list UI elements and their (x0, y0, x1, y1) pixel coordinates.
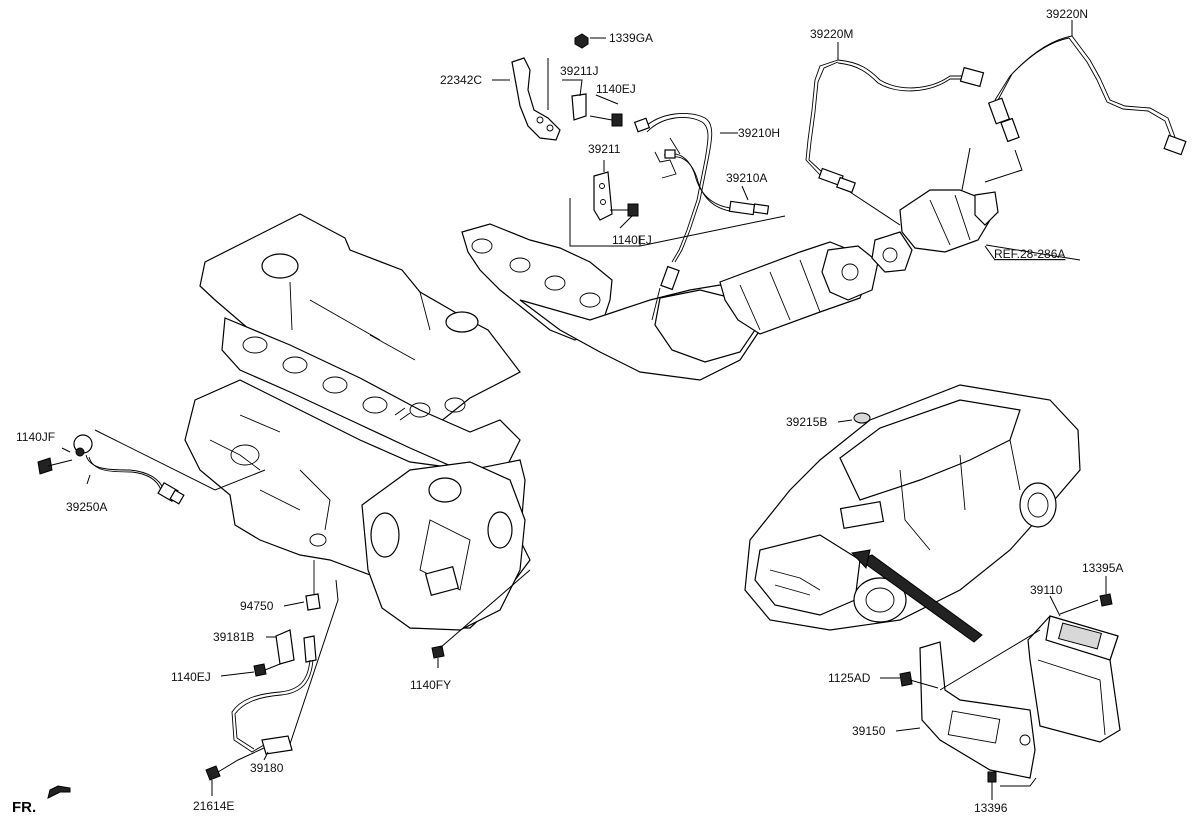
label-13396: 13396 (974, 801, 1008, 815)
label-ref-28-286A: REF.28-286A (994, 247, 1065, 261)
sensor-39210A (654, 149, 770, 216)
label-39250A: 39250A (66, 500, 107, 514)
label-39211: 39211 (588, 142, 621, 156)
knock-sensor-39250A (37, 429, 266, 505)
label-39210H: 39210H (738, 126, 780, 140)
bracket-assembly (511, 33, 786, 247)
catalyst-ref-28-286A (871, 147, 1081, 273)
label-1140EJ-low: 1140EJ (171, 670, 211, 684)
label-39110: 39110 (1030, 583, 1063, 597)
front-direction-indicator (47, 785, 71, 799)
label-1339GA: 1339GA (609, 31, 653, 45)
label-94750: 94750 (240, 599, 274, 613)
label-39210A: 39210A (726, 171, 767, 185)
label-1140JF: 1140JF (16, 430, 55, 444)
label-22342C: 22342C (440, 73, 482, 87)
bolt-1140FY (431, 569, 531, 659)
engine-assembly (184, 213, 531, 631)
label-1140EJ-mid: 1140EJ (612, 233, 652, 247)
label-39180: 39180 (250, 761, 284, 775)
label-1140EJ-top: 1140EJ (596, 82, 636, 96)
ecu-assembly (899, 593, 1121, 787)
label-13395A: 13395A (1082, 561, 1123, 575)
label-39215B: 39215B (786, 415, 827, 429)
front-arrow-icon (47, 785, 71, 799)
sensor-39220N (984, 35, 1187, 183)
label-39181B: 39181B (213, 630, 254, 644)
grommet-39215B (837, 412, 871, 424)
label-front: FR. (12, 799, 36, 816)
label-1125AD: 1125AD (828, 671, 871, 685)
exhaust-manifold-assembly (461, 223, 879, 381)
label-1140FY: 1140FY (410, 678, 451, 692)
part-labels: 1339GA 22342C 39211J 1140EJ 39210H 39211… (12, 7, 1123, 816)
label-21614E: 21614E (193, 799, 234, 813)
label-39220M: 39220M (810, 27, 853, 41)
leader-lines (61, 20, 1107, 800)
sensor-39210H (633, 113, 713, 321)
lower-sensors (205, 560, 339, 781)
label-39211J: 39211J (560, 64, 598, 78)
sensor-39220M (805, 59, 985, 226)
label-39150: 39150 (852, 724, 886, 738)
vehicle-illustration (744, 384, 1081, 643)
label-39220N: 39220N (1046, 7, 1088, 21)
